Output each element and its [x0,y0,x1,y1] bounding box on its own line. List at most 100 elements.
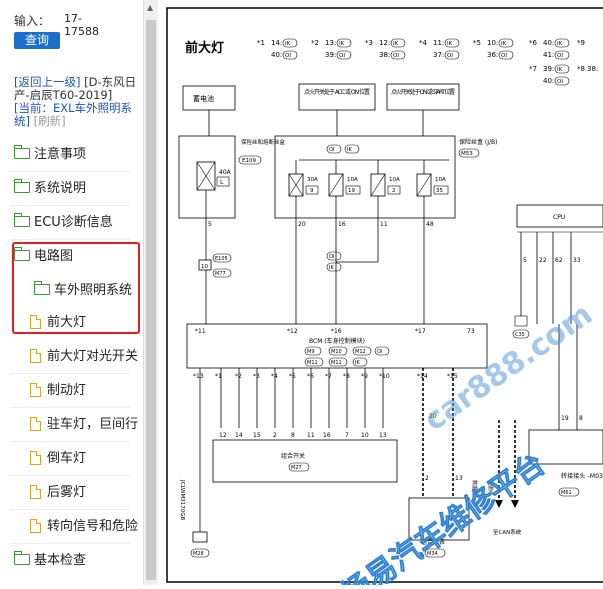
svg-text:*3: *3 [365,39,373,47]
tree-item-label: 转向信号和危险 [47,519,139,534]
svg-text:2: 2 [273,432,277,439]
svg-text:39:: 39: [325,51,336,59]
svg-text:OI: OI [557,53,563,59]
svg-text:11:: 11: [433,39,444,47]
svg-text:40:: 40: [543,77,554,85]
svg-text:7: 7 [345,432,349,439]
svg-text:11: 11 [380,221,388,228]
svg-text:IK: IK [447,41,453,47]
svg-text:10:: 10: [487,39,498,47]
meter-label: 组合仪表 [421,538,445,546]
start-switch-box [386,83,460,111]
scroll-up-arrow-icon[interactable]: ▲ [147,3,154,12]
svg-text:11: 11 [307,432,315,439]
tree-item-turn-signal[interactable]: 转向信号和危险 [30,517,138,537]
scrollbar-thumb[interactable] [146,20,156,580]
svg-text:OI: OI [329,147,334,153]
svg-text:20: 20 [429,413,437,420]
svg-text:10A: 10A [389,177,400,183]
tree-item-back-up-lamp[interactable]: 倒车灯 [30,449,86,469]
diagram-title: 前大灯 [185,40,224,56]
tree-item-exterior-lighting[interactable]: 车外照明系统 [33,281,132,301]
svg-text:OI: OI [339,53,345,59]
tree-item-system-description[interactable]: 系统说明 [13,179,87,199]
svg-text:15: 15 [253,432,261,439]
svg-text:*17: *17 [415,328,426,335]
breadcrumb-path: [D-东风日产-启辰T60-2019] [14,75,137,102]
current-link[interactable]: [当前：EXL车外照明系统] [14,101,133,128]
document-icon [30,314,41,329]
svg-text:*15: *15 [447,373,458,380]
folder-icon [13,179,30,193]
svg-text:13: 13 [455,475,463,482]
svg-text:OI: OI [285,53,291,59]
svg-text:*13: *13 [193,373,204,380]
svg-text:*14: *14 [417,373,428,380]
svg-text:5: 5 [523,257,527,264]
document-icon [30,348,41,363]
svg-text:*9: *9 [361,373,368,380]
tree-item-rear-fog-lamp[interactable]: 后雾灯 [30,483,86,503]
search-input[interactable]: 17-17588 [64,12,99,38]
tree-item-ecu-diagnosis[interactable]: ECU诊断信息 [13,213,113,233]
svg-text:37:: 37: [433,51,444,59]
fuse-block-label: 保险丝盒 (J/B) [459,138,498,146]
fuse-amp-label: 40A [219,169,232,176]
document-icon [30,450,41,465]
svg-text:10: 10 [361,432,369,439]
svg-text:*4: *4 [419,39,428,47]
tree-item-wiring-diagram[interactable]: 电路图 [13,247,73,267]
divider [10,475,130,476]
divider [10,171,130,172]
svg-text:CPU: CPU [553,214,565,221]
svg-text:IK: IK [347,147,352,153]
query-button[interactable]: 查询 [14,32,60,49]
svg-text:30A: 30A [307,177,318,183]
svg-text:20: 20 [298,221,306,228]
scrollbar[interactable]: ▲ [143,0,158,585]
svg-text:*7: *7 [529,65,537,73]
tree-item-headlamp-aiming[interactable]: 前大灯对光开关 [30,347,138,367]
tree-item-label: 注意事项 [34,147,87,162]
diagram-frame [166,7,603,583]
svg-text:41:: 41: [543,51,554,59]
svg-text:M11: M11 [331,360,342,366]
svg-text:10A: 10A [435,177,446,183]
tree-item-label: 系统说明 [34,181,87,196]
svg-text:M12: M12 [355,349,366,355]
svg-text:2: 2 [425,475,429,482]
acc-label: 点火开关处于 ACC 或 ON 位置 [304,88,370,96]
tree-item-basic-inspection[interactable]: 基本检查 [13,551,86,571]
cpu-block [516,204,603,228]
svg-text:*12: *12 [287,328,298,335]
tree-item-label: 倒车灯 [47,451,87,466]
folder-icon [13,551,30,565]
start-label: 点火开关处于 ON 或 START 位置 [391,88,455,96]
tree-item-label: 前大灯 [47,315,87,330]
svg-text:19: 19 [348,188,355,194]
tree-item-headlamp[interactable]: 前大灯 [30,313,86,333]
fusible-label: 保险丝和熔断丝盒 [241,138,286,146]
back-link[interactable]: [返回上一级] [14,75,81,89]
document-icon [30,484,41,499]
svg-text:*8: *8 [343,373,350,380]
svg-text:OI: OI [329,254,334,260]
svg-text:M9: M9 [307,349,315,355]
folder-icon [13,213,30,227]
bcm-title: BCM (车身控制模块) [309,337,365,345]
divider [10,509,130,510]
svg-text:40:: 40: [271,51,282,59]
tree-item-notes[interactable]: 注意事项 [13,145,87,165]
svg-text:M28: M28 [193,551,204,557]
refresh-link[interactable]: [刷新] [33,114,66,128]
tree-item-parking-lamp[interactable]: 驻车灯，巨间行 [30,415,138,435]
folder-open-icon [33,281,50,295]
svg-text:*3: *3 [253,373,260,380]
joint-label: 转接接头 -M03 [561,472,603,480]
svg-text:数据线: 数据线 [471,480,478,495]
tree-item-stop-lamp[interactable]: 制动灯 [30,381,86,401]
svg-text:2: 2 [392,188,396,194]
svg-text:*5: *5 [289,373,296,380]
fuse-num-label: L [220,179,224,186]
svg-text:M77: M77 [215,271,226,277]
